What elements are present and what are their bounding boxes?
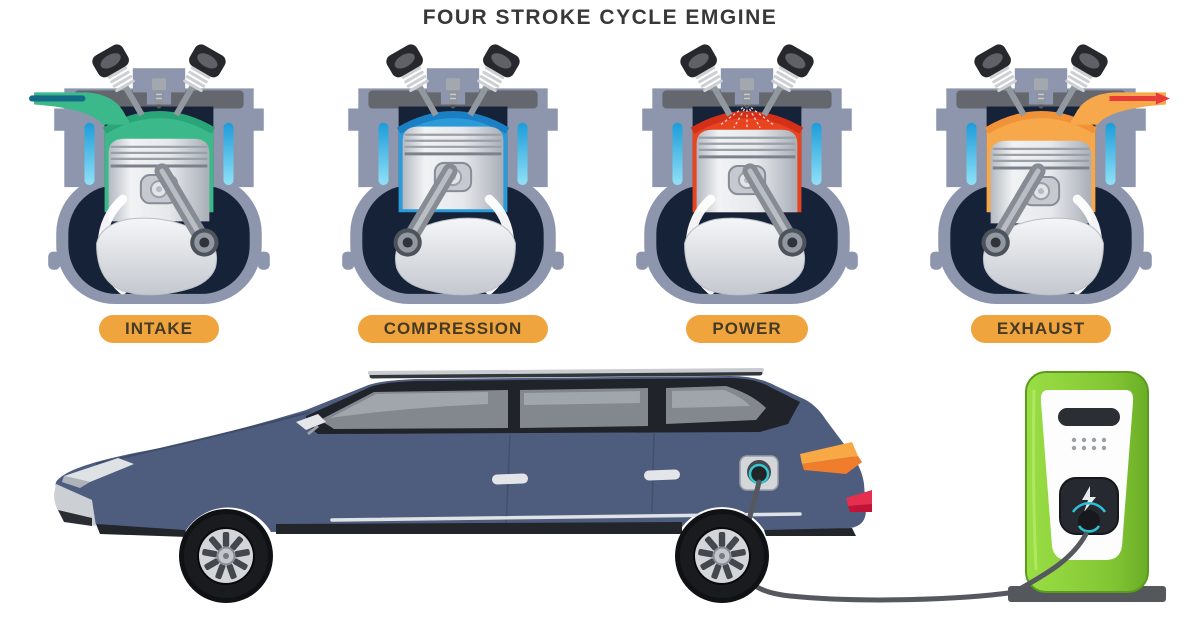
stroke-column-compression: COMPRESSION bbox=[322, 36, 584, 343]
door-handle-front bbox=[492, 473, 528, 485]
charging-station bbox=[1008, 371, 1166, 602]
headlight bbox=[62, 458, 134, 488]
charger-cable bbox=[1015, 531, 1089, 593]
stroke-column-power: POWER bbox=[616, 36, 878, 343]
side-skirt bbox=[276, 522, 682, 534]
four-stroke-engine-row: INTAKE COMPRESSION POWER EXHAUST bbox=[12, 36, 1188, 343]
cylinder-compression-illustration bbox=[322, 36, 584, 308]
charger-keypad bbox=[1071, 437, 1107, 451]
lightning-bolt-icon bbox=[1082, 486, 1096, 512]
cylinder-power-illustration bbox=[616, 36, 878, 308]
page-title: FOUR STROKE CYCLE EMGINE bbox=[422, 6, 778, 29]
electric-car-illustration bbox=[54, 368, 1019, 604]
rear-reflector bbox=[846, 490, 872, 512]
ev-charging-scene bbox=[54, 368, 1166, 604]
roof-rail bbox=[368, 368, 764, 379]
charger-display bbox=[1058, 408, 1120, 426]
stroke-label-power: POWER bbox=[686, 315, 808, 343]
charge-port bbox=[739, 455, 779, 491]
stroke-column-intake: INTAKE bbox=[28, 36, 290, 343]
front-wheel bbox=[178, 508, 274, 604]
stroke-column-exhaust: EXHAUST bbox=[910, 36, 1172, 343]
cylinder-intake-illustration bbox=[28, 36, 290, 308]
door-handle-rear bbox=[644, 469, 680, 481]
taillight bbox=[800, 442, 862, 474]
side-mirror bbox=[296, 414, 326, 436]
cylinder-exhaust-illustration bbox=[910, 36, 1172, 308]
stroke-label-compression: COMPRESSION bbox=[357, 315, 549, 343]
stroke-label-intake: INTAKE bbox=[98, 315, 219, 343]
charger-connector-dock bbox=[1059, 477, 1119, 535]
stroke-label-exhaust: EXHAUST bbox=[970, 315, 1112, 343]
rear-wheel bbox=[674, 508, 770, 604]
front-bumper bbox=[54, 484, 188, 537]
